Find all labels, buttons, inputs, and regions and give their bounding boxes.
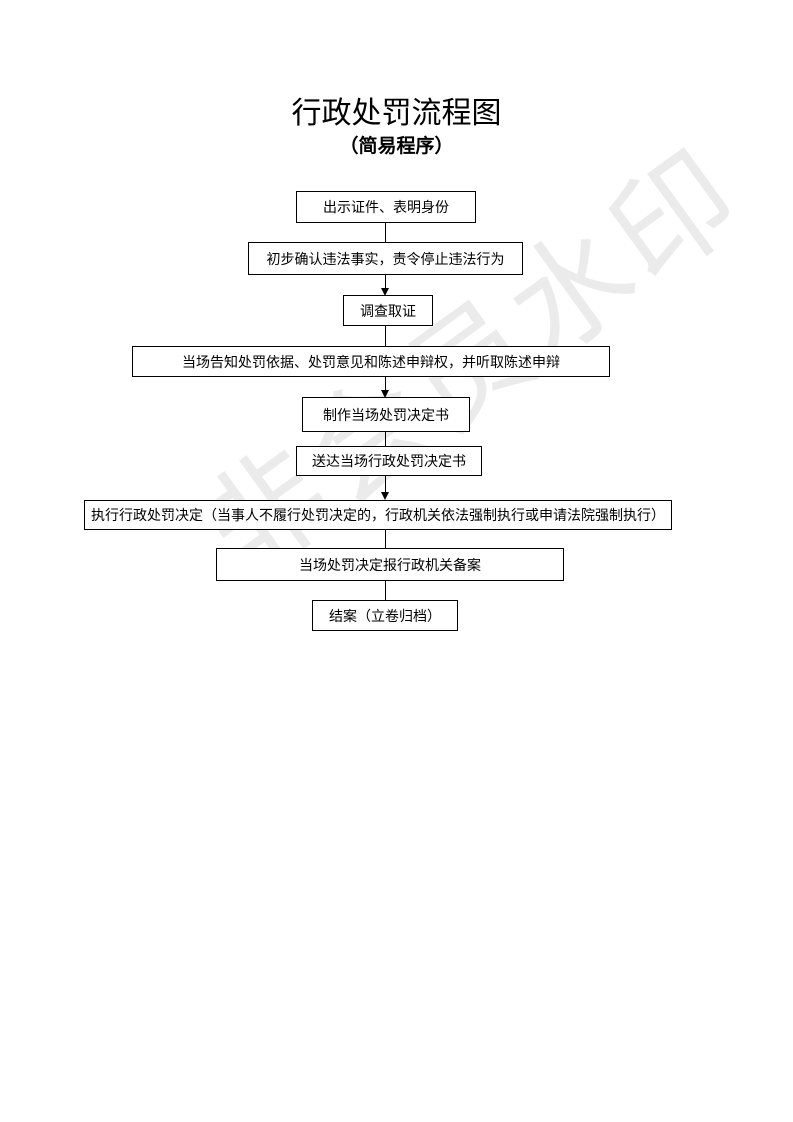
connector-3-4 [385,326,386,346]
flow-step-1: 出示证件、表明身份 [296,191,476,223]
arrow-6-7 [381,492,389,500]
connector-4-5 [385,377,386,392]
flow-step-2: 初步确认违法事实，责令停止违法行为 [248,242,523,275]
flow-step-9: 结案（立卷归档） [312,600,458,631]
connector-6-7 [385,476,386,492]
flow-step-4: 当场告知处罚依据、处罚意见和陈述申辩权，并听取陈述申辩 [132,346,610,377]
arrow-2-3 [381,288,389,296]
page-title: 行政处罚流程图 [291,96,502,131]
connector-5-6 [385,432,386,446]
flow-step-6: 送达当场行政处罚决定书 [296,446,482,476]
flow-step-3: 调查取证 [343,295,433,326]
connector-2-3 [385,275,386,290]
flow-step-8: 当场处罚决定报行政机关备案 [216,548,564,581]
flow-step-5: 制作当场处罚决定书 [302,397,470,432]
page-subtitle: （简易程序） [339,135,454,157]
connector-7-8 [385,530,386,548]
connector-1-2 [385,223,386,245]
flow-step-7: 执行行政处罚决定（当事人不履行处罚决定的，行政机关依法强制执行或申请法院强制执行… [84,500,672,530]
arrow-4-5 [381,390,389,398]
connector-8-9 [385,581,386,600]
